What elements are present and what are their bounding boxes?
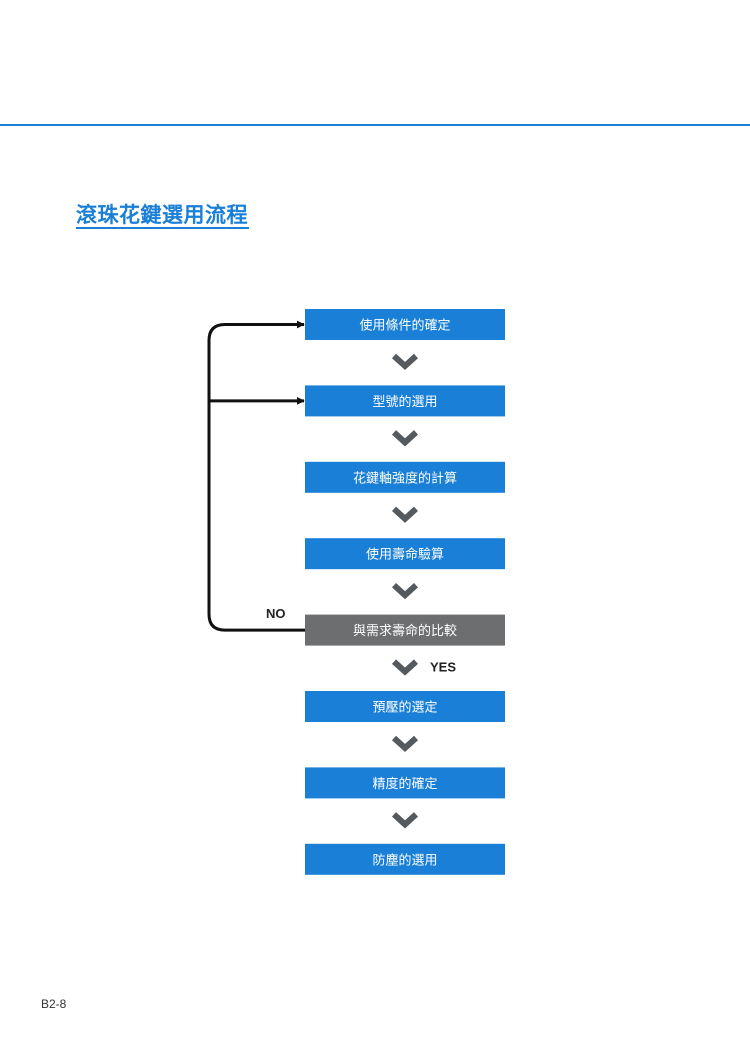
- flow-step-label: 與需求壽命的比較: [353, 623, 457, 639]
- flow-step-dust: 防塵的選用: [305, 843, 505, 875]
- flow-step-box: [305, 691, 505, 722]
- flowchart-chevrons: [391, 353, 419, 829]
- flow-step-box: [305, 309, 505, 340]
- flow-step-model: 型號的選用: [305, 385, 505, 417]
- flow-step-strength: 花鍵軸強度的計算: [305, 461, 505, 493]
- section-title-underline: [76, 227, 249, 229]
- decision-yes-label: YES: [430, 660, 456, 675]
- flowchart-nodes: 使用條件的確定型號的選用花鍵軸強度的計算使用壽命驗算與需求壽命的比較預壓的選定精…: [305, 309, 505, 875]
- flow-step-box: [305, 767, 505, 799]
- flow-down-chevron-icon: [391, 659, 419, 676]
- flow-step-label: 精度的確定: [372, 776, 437, 792]
- page-number: B2-8: [41, 997, 67, 1011]
- flow-step-label: 型號的選用: [372, 394, 437, 410]
- no-loop-connector: [207, 320, 305, 632]
- flow-down-chevron-icon: [391, 582, 419, 600]
- flow-step-compare: 與需求壽命的比較: [305, 614, 505, 646]
- section-title: 滾珠花鍵選用流程: [76, 203, 248, 227]
- flow-step-conditions: 使用條件的確定: [305, 309, 505, 340]
- flow-down-chevron-icon: [391, 353, 419, 371]
- flow-down-chevron-icon: [391, 735, 419, 753]
- flow-step-label: 使用壽命驗算: [366, 547, 444, 563]
- flow-step-life: 使用壽命驗算: [305, 538, 505, 570]
- header-rule: [0, 124, 750, 126]
- flow-step-box: [305, 614, 505, 646]
- flow-step-accuracy: 精度的確定: [305, 767, 505, 799]
- flow-down-chevron-icon: [391, 430, 419, 447]
- flowchart-edges: [207, 320, 305, 632]
- flow-step-box: [305, 843, 505, 875]
- decision-no-label: NO: [266, 606, 286, 621]
- flowchart-edge-labels: NO YES: [266, 606, 456, 675]
- flow-step-label: 使用條件的確定: [359, 318, 450, 334]
- flow-step-box: [305, 385, 505, 417]
- flow-step-preload: 預壓的選定: [305, 691, 505, 722]
- flow-down-chevron-icon: [391, 812, 419, 829]
- flow-step-label: 防塵的選用: [372, 852, 437, 868]
- flow-step-label: 預壓的選定: [372, 700, 437, 716]
- flow-down-chevron-icon: [391, 506, 419, 523]
- flow-step-label: 花鍵軸強度的計算: [353, 470, 457, 486]
- flow-step-box: [305, 538, 505, 570]
- flow-step-box: [305, 461, 505, 493]
